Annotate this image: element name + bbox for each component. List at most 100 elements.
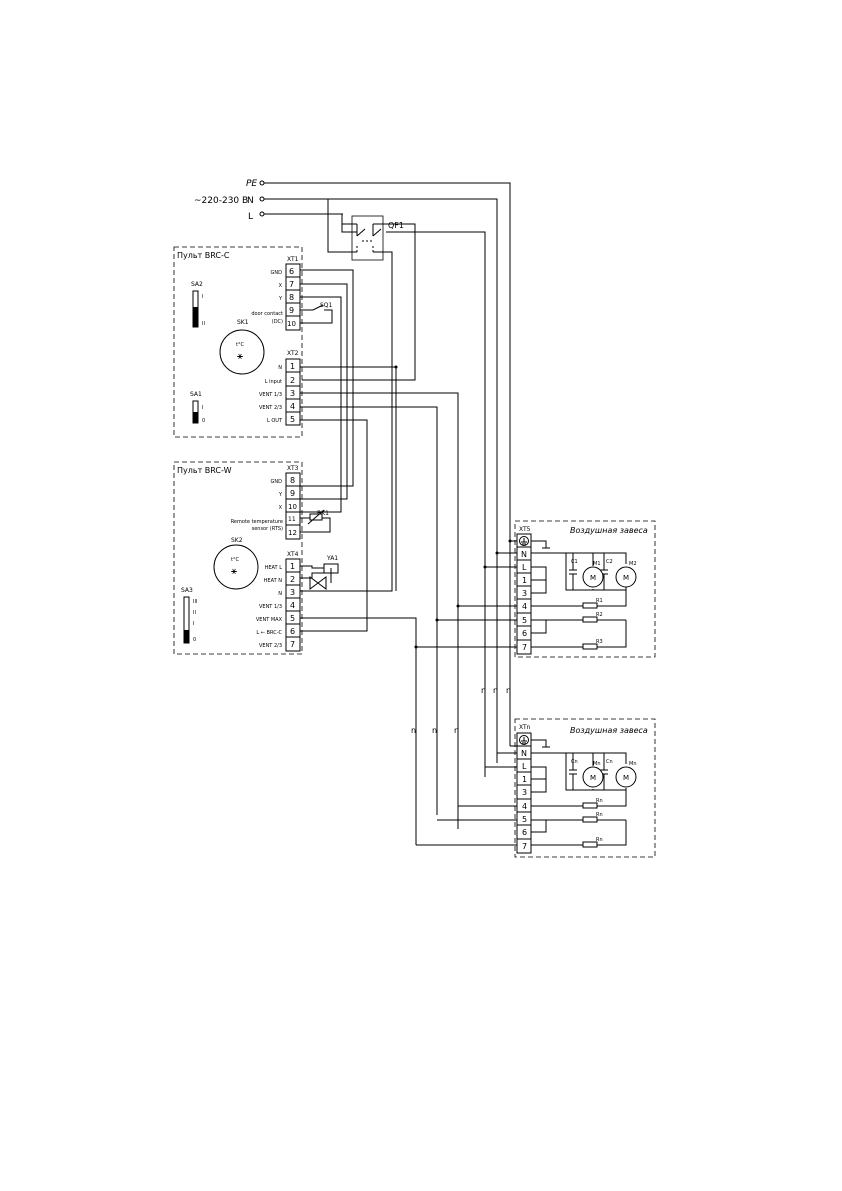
curtain1-term-n: N: [521, 550, 527, 559]
bus-mark-6: n: [454, 726, 459, 735]
curtain1-m1-motor-icon: [582, 566, 604, 588]
xt4-num-3: 3: [290, 588, 295, 597]
control-wires: [300, 269, 459, 845]
air-curtain-1: Воздушная завеса XT5 N L 1 3 4 5 6 7 C1 …: [514, 520, 656, 658]
bus-break-marks: n n n n n n: [411, 686, 511, 735]
xt2-label-n: N: [278, 365, 282, 371]
sk1-temp-label: t°C: [236, 342, 244, 348]
curtain2-term-5: 5: [522, 815, 527, 824]
sa1-mark-1: I: [202, 405, 203, 411]
xt3-num-8: 8: [290, 476, 295, 485]
xt2-block: 1 2 3 4 5 N L input VENT 1/3 VENT 2/3 L …: [259, 358, 301, 426]
xt3-sensor-label-2: sensor (RTS): [252, 526, 283, 532]
brc-c-title: Пульт BRC-C: [177, 251, 230, 260]
xt3-num-11: 11: [288, 516, 296, 523]
xt3-label-gnd: GND: [271, 479, 283, 485]
curtain1-m2-symbol: M: [623, 574, 629, 582]
curtain1-m2-motor-icon: [615, 566, 637, 588]
curtain2-m2-label: Mn: [629, 761, 636, 767]
curtain2-term-l: L: [522, 762, 527, 771]
curtain2-r3-label: Rn: [596, 837, 603, 843]
xt2-label-vent13: VENT 1/3: [259, 392, 282, 398]
bus-mark-1: n: [481, 686, 486, 695]
n-terminal: [259, 196, 265, 202]
pe-terminal: [259, 180, 265, 186]
sa3-mark-4: 0: [193, 637, 196, 643]
curtain2-term-4: 4: [522, 802, 527, 811]
sa2-mark-1: I: [202, 294, 203, 300]
sa3-mark-2: II: [193, 610, 196, 616]
bus-mark-5: n: [432, 726, 437, 735]
xt4-label-vent23: VENT 2/3: [259, 643, 282, 649]
curtain2-term-7: 7: [522, 842, 527, 851]
curtain2-m1-symbol: M: [590, 774, 596, 782]
xt4-label-heatl: HEAT L: [265, 565, 283, 571]
curtain1-r1-label: R1: [596, 598, 603, 604]
curtain1-xt-label: XT5: [519, 526, 531, 533]
xt1-num-9: 9: [289, 306, 294, 315]
xt1-num-8: 8: [289, 293, 294, 302]
curtain1-r3-label: R3: [596, 639, 603, 645]
curtain2-c2-label: Cn: [606, 759, 613, 765]
ya1-label: YA1: [326, 555, 338, 562]
sa3-label: SA3: [181, 587, 193, 594]
supply-l-label: L: [248, 212, 253, 222]
sa1-label: SA1: [190, 391, 202, 398]
curtain1-r2-label: R2: [596, 612, 603, 618]
curtain1-r2: [582, 616, 598, 623]
xt4-label-lbrcc: L ← BRC-C: [256, 630, 282, 636]
xt1-label-y: Y: [278, 296, 283, 302]
xt3-label-x: X: [279, 505, 283, 511]
curtain2-m1-motor-icon: [582, 766, 604, 788]
xt2-num-3: 3: [290, 389, 295, 398]
xt1-label-dc: (DC): [272, 319, 283, 325]
supply-voltage-label: ~220-230 В: [194, 196, 248, 206]
xt4-num-7: 7: [290, 640, 295, 649]
xt1-label-gnd: GND: [271, 270, 283, 276]
xt2-label-linput: L input: [265, 379, 282, 385]
sk2-symbol-icon: ⚹: [231, 566, 237, 577]
curtain1-m2-label: M2: [629, 561, 637, 567]
curtain1-term-3: 3: [522, 589, 527, 598]
bus-mark-2: n: [493, 686, 498, 695]
xt1-label-door: door contact: [251, 311, 283, 317]
xt4-num-2: 2: [290, 575, 295, 584]
feeder-wires: n n n n n n: [342, 183, 517, 846]
l-terminal: [259, 211, 265, 217]
xt1-label: XT1: [287, 256, 299, 263]
xt2-label-vent23: VENT 2/3: [259, 405, 282, 411]
xt1-label-x: X: [279, 283, 283, 289]
xt4-label-vent13: VENT 1/3: [259, 604, 282, 610]
sk2-temp-label: t°C: [231, 557, 239, 563]
brc-w-title: Пульт BRC-W: [177, 466, 232, 475]
curtain1-term-7: 7: [522, 643, 527, 652]
sa2-mark-2: II: [202, 321, 205, 327]
xt2-num-5: 5: [290, 415, 295, 424]
xt2-num-4: 4: [290, 402, 295, 411]
xt1-block: 6 7 8 9 10 GND X Y door contact (DC): [251, 263, 301, 331]
xt3-num-12: 12: [288, 529, 297, 537]
xt2-label-lout: L OUT: [267, 418, 283, 424]
xt2-num-2: 2: [290, 376, 295, 385]
curtain1-term-4: 4: [522, 602, 527, 611]
curtain2-r2-label: Rn: [596, 812, 603, 818]
xt3-num-9: 9: [290, 489, 295, 498]
brc-c-panel: Пульт BRC-C SA2 I II SK1 t°C ⚹ SA1 I 0 X…: [173, 246, 333, 438]
xt4-label-ventmax: VENT MAX: [256, 617, 283, 623]
xt4-num-4: 4: [290, 601, 295, 610]
curtain2-m2-symbol: M: [623, 774, 629, 782]
curtain2-m2-motor-icon: [615, 766, 637, 788]
curtain2-r1: [582, 802, 598, 809]
curtain1-title: Воздушная завеса: [570, 526, 648, 535]
rk1-label: RK1: [317, 510, 329, 517]
xt4-block: 1 2 3 4 5 6 7 HEAT L HEAT N N VENT 1/3 V…: [256, 558, 301, 652]
xt2-num-1: 1: [290, 362, 295, 371]
sk1-label: SK1: [237, 319, 249, 326]
sk1-symbol-icon: ⚹: [237, 351, 243, 362]
curtain2-term-6: 6: [522, 828, 527, 837]
air-curtain-n: Воздушная завеса XTn N L 1 3 4 5 6 7 Cn …: [514, 718, 656, 858]
xt4-num-6: 6: [290, 627, 295, 636]
sk2-label: SK2: [231, 537, 243, 544]
xt3-num-10: 10: [288, 503, 297, 511]
